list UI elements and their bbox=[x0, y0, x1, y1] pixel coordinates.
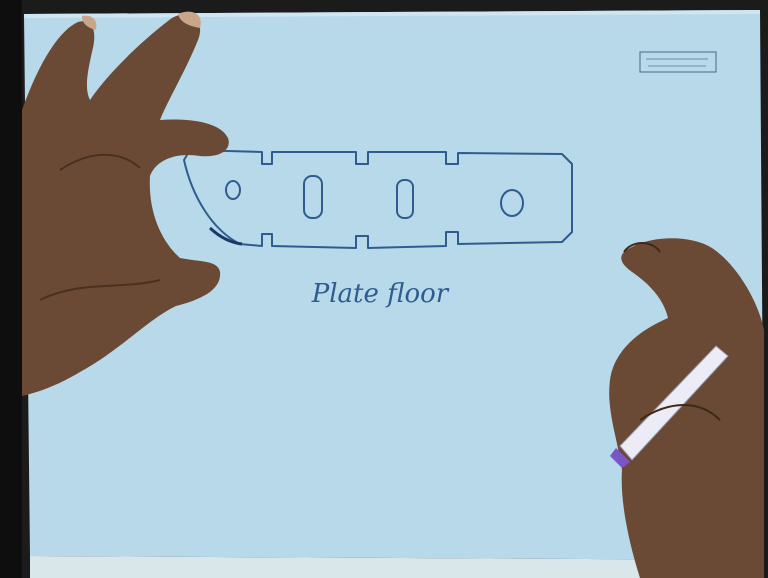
corner-stamp bbox=[639, 51, 717, 73]
paper-top-edge bbox=[24, 10, 760, 18]
right-knuckle-crease bbox=[639, 404, 721, 421]
left-hand bbox=[22, 11, 229, 397]
lightening-hole-2 bbox=[303, 175, 323, 219]
pen-cap bbox=[610, 448, 630, 468]
right-hand bbox=[609, 238, 764, 578]
table-bottom bbox=[30, 556, 764, 578]
finger-fold bbox=[623, 242, 661, 253]
thumb-nail-left bbox=[82, 15, 97, 30]
palm-crease bbox=[39, 279, 161, 301]
knuckle-crease bbox=[59, 153, 141, 171]
pen bbox=[610, 345, 729, 468]
plate-outline bbox=[183, 149, 573, 249]
lightening-hole-3 bbox=[396, 179, 414, 219]
lightening-hole-4 bbox=[500, 189, 524, 217]
plate-outline-dark-corner bbox=[208, 226, 243, 246]
lightening-hole-1 bbox=[225, 180, 241, 200]
drawing-caption: Plate floor bbox=[311, 279, 450, 309]
plate-floor-drawing bbox=[183, 149, 573, 249]
finger-nail-left bbox=[178, 11, 201, 28]
left-edge bbox=[0, 0, 22, 578]
